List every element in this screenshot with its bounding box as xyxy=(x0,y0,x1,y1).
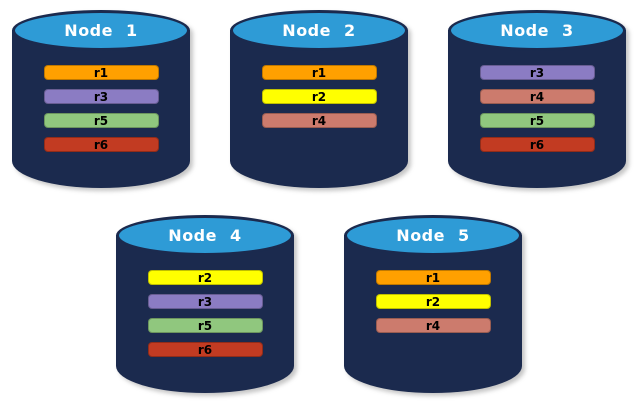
replica-bar-r1: r1 xyxy=(43,65,159,80)
replica-bar-r6: r6 xyxy=(43,137,159,152)
database-cylinder-body xyxy=(344,235,522,393)
replica-bar-r5: r5 xyxy=(479,113,595,128)
replica-bar-r4: r4 xyxy=(479,89,595,104)
database-cylinder-top: Node 4 xyxy=(116,215,294,256)
db-node-2: Node 2 r1 r2 r4 xyxy=(230,10,408,188)
database-cylinder-body xyxy=(448,30,626,188)
replica-bar-stack: r2 r3 r5 r6 xyxy=(116,270,294,357)
database-cylinder-top: Node 3 xyxy=(448,10,626,51)
replica-bar-r3: r3 xyxy=(479,65,595,80)
db-node-4: Node 4 r2 r3 r5 r6 xyxy=(116,215,294,393)
replica-bar-r2: r2 xyxy=(147,270,263,285)
replica-bar-r6: r6 xyxy=(147,342,263,357)
node-title: Node 2 xyxy=(282,21,356,40)
replica-bar-r6: r6 xyxy=(479,137,595,152)
replica-bar-stack: r1 r2 r4 xyxy=(230,65,408,128)
replica-bar-r2: r2 xyxy=(375,294,491,309)
replica-bar-stack: r1 r2 r4 xyxy=(344,270,522,333)
database-cylinder-body xyxy=(116,235,294,393)
replica-bar-r5: r5 xyxy=(43,113,159,128)
replica-bar-r1: r1 xyxy=(375,270,491,285)
database-cylinder-top: Node 2 xyxy=(230,10,408,51)
node-row-top: Node 1 r1 r3 r5 r6 Node 2 r1 r2 r4 Node 3 r3 r4 r5 r6 xyxy=(0,0,638,188)
replica-bar-r4: r4 xyxy=(261,113,377,128)
db-node-1: Node 1 r1 r3 r5 r6 xyxy=(12,10,190,188)
database-cylinder-body xyxy=(12,30,190,188)
replica-bar-r3: r3 xyxy=(147,294,263,309)
node-title: Node 5 xyxy=(396,226,470,245)
database-cylinder-top: Node 1 xyxy=(12,10,190,51)
db-node-3: Node 3 r3 r4 r5 r6 xyxy=(448,10,626,188)
replica-bar-stack: r3 r4 r5 r6 xyxy=(448,65,626,152)
replica-bar-r3: r3 xyxy=(43,89,159,104)
replica-bar-stack: r1 r3 r5 r6 xyxy=(12,65,190,152)
replica-bar-r1: r1 xyxy=(261,65,377,80)
replica-bar-r5: r5 xyxy=(147,318,263,333)
database-cylinder-body xyxy=(230,30,408,188)
node-row-bottom: Node 4 r2 r3 r5 r6 Node 5 r1 r2 r4 xyxy=(0,215,638,393)
node-title: Node 3 xyxy=(500,21,574,40)
node-title: Node 1 xyxy=(64,21,138,40)
node-title: Node 4 xyxy=(168,226,242,245)
database-cylinder-top: Node 5 xyxy=(344,215,522,256)
db-node-5: Node 5 r1 r2 r4 xyxy=(344,215,522,393)
replica-bar-r2: r2 xyxy=(261,89,377,104)
replica-bar-r4: r4 xyxy=(375,318,491,333)
